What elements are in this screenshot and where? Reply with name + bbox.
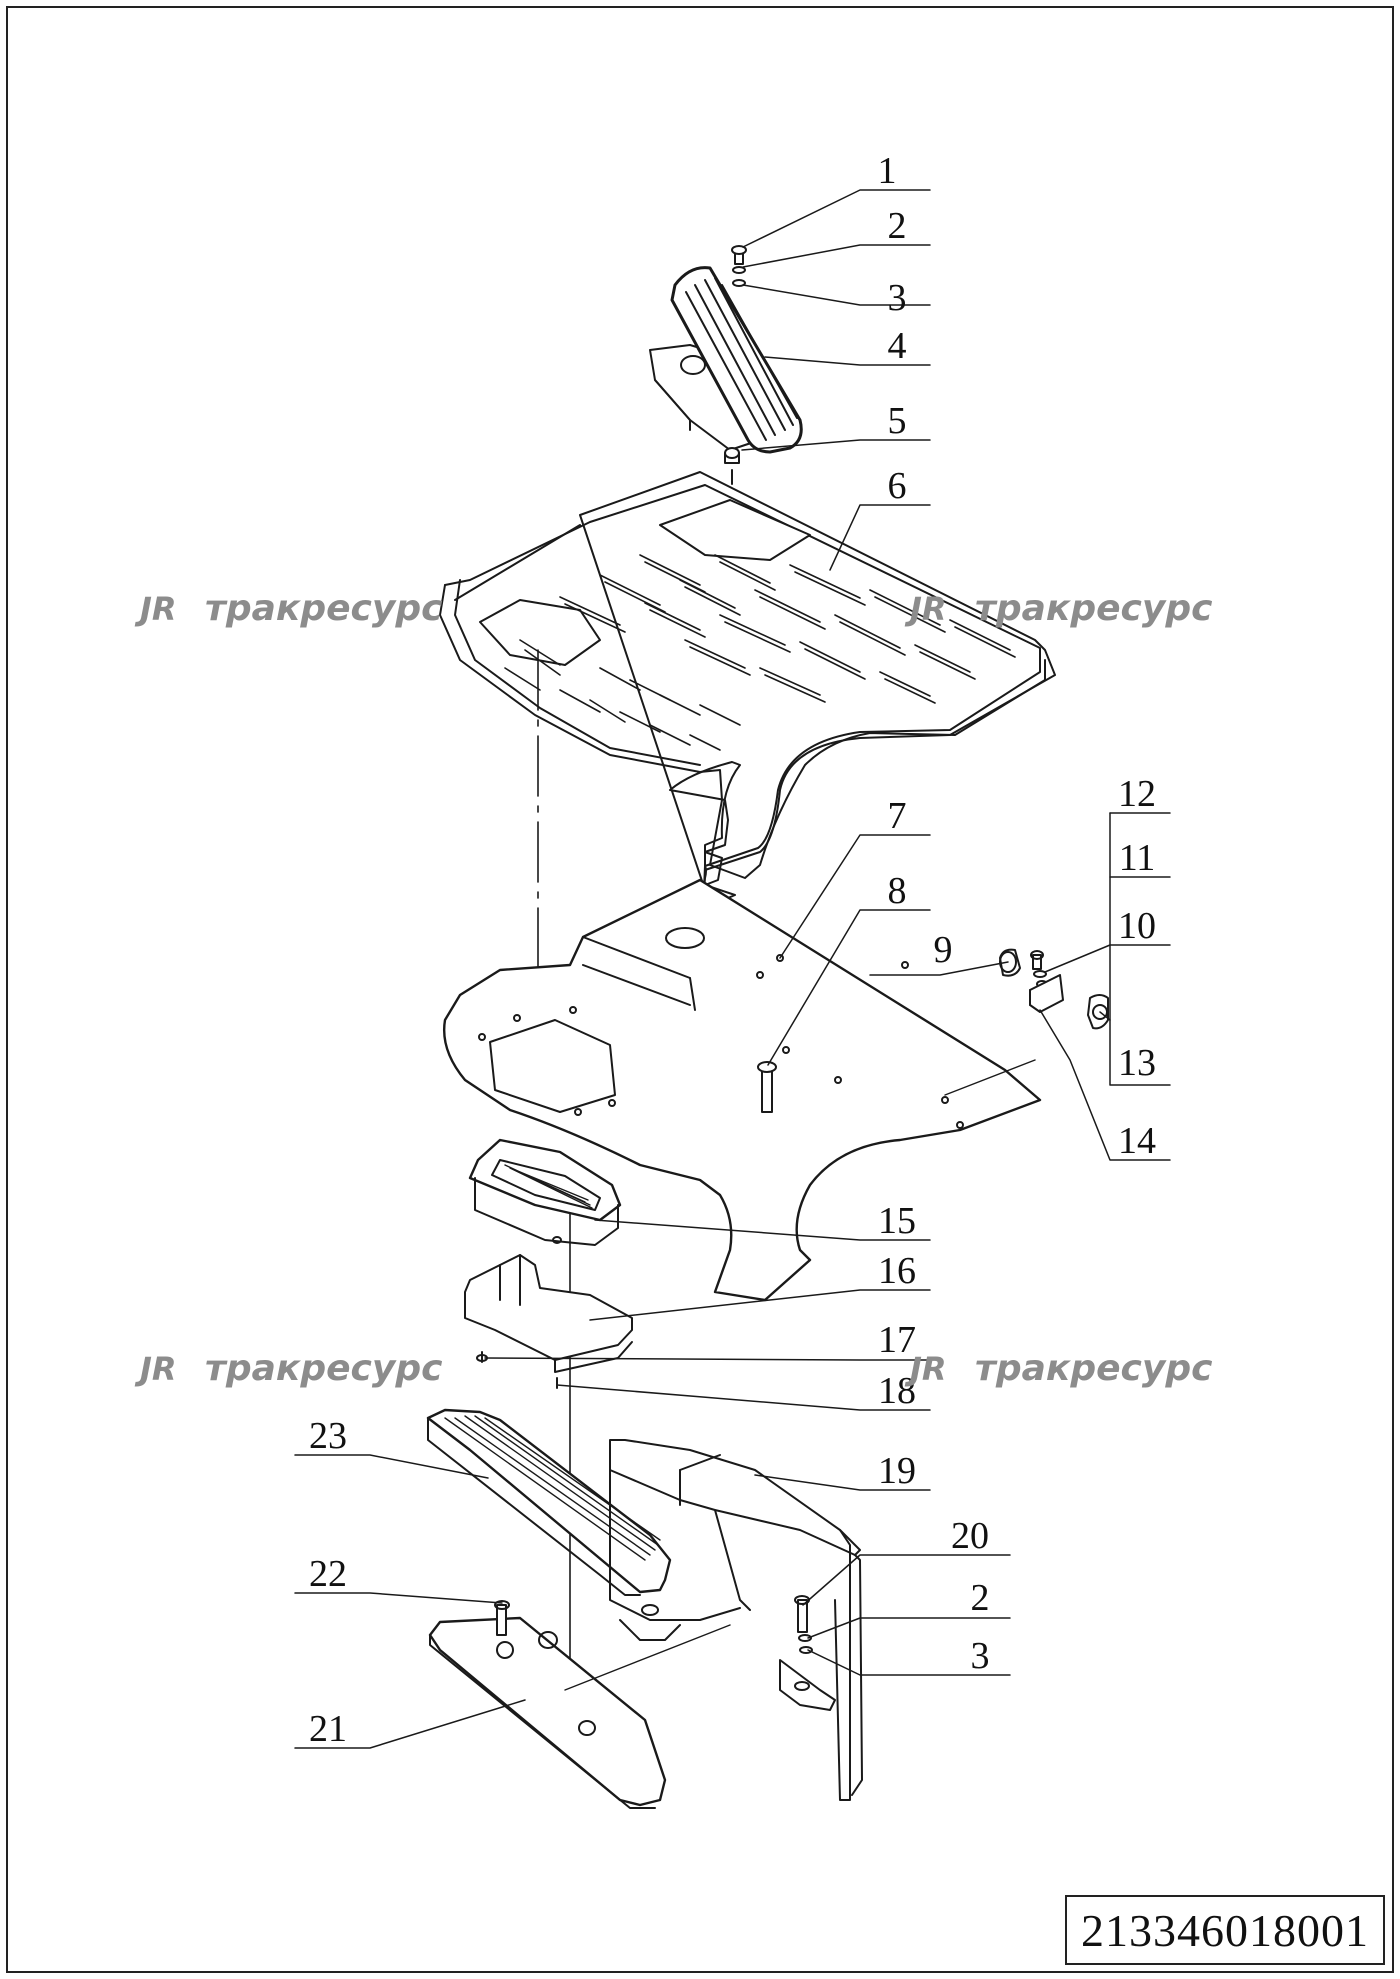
floor-mat-ribs (504, 554, 1016, 751)
callout-14: 14 (1118, 1120, 1156, 1162)
callout-1: 1 (878, 150, 897, 192)
document-number: 213346018001 (1081, 1904, 1369, 1956)
floor-mat (439, 471, 1056, 911)
callout-12: 12 (1118, 773, 1156, 815)
watermark-text: тракресурс (975, 588, 1212, 629)
callout-3-lower: 3 (971, 1635, 990, 1677)
foot-rest-assembly (426, 1408, 863, 1801)
callout-11: 11 (1119, 837, 1156, 879)
callout-5: 5 (888, 400, 907, 442)
callout-10: 10 (1118, 905, 1156, 947)
watermark-text: тракресурс (975, 1348, 1212, 1389)
callout-17: 17 (878, 1319, 916, 1361)
base-plate (428, 1600, 731, 1809)
callout-19: 19 (878, 1450, 916, 1492)
callout-22: 22 (309, 1553, 347, 1595)
accelerator-pedal-assembly (649, 245, 803, 541)
callout-21: 21 (309, 1708, 347, 1750)
callout-9: 9 (934, 929, 953, 971)
watermark-1: JR тракресурс (134, 588, 442, 629)
callout-23: 23 (309, 1415, 347, 1457)
callout-3: 3 (888, 277, 907, 319)
watermark-logo: JR (904, 1350, 947, 1388)
callout-2: 2 (888, 205, 907, 247)
watermarks: JR тракресурс JR тракресурс JR тракресур… (134, 588, 1212, 1389)
callout-numbers: 1 2 3 4 5 6 7 8 9 10 11 12 13 14 15 16 1… (309, 150, 1156, 1750)
callout-4: 4 (888, 325, 907, 367)
leader-lines (294, 189, 1171, 1749)
callout-18: 18 (878, 1370, 916, 1412)
bracket-hardware (999, 948, 1109, 1030)
brake-pedal-assembly (464, 1138, 633, 1389)
drawing-frame (6, 6, 1394, 1973)
document-number-box: 213346018001 (1065, 1895, 1385, 1965)
callout-7: 7 (888, 795, 907, 837)
watermark-logo: JR (904, 590, 947, 628)
callout-6: 6 (888, 465, 907, 507)
callout-15: 15 (878, 1200, 916, 1242)
watermark-logo: JR (134, 1350, 177, 1388)
watermark-3: JR тракресурс (134, 1348, 442, 1389)
watermark-2: JR тракресурс (904, 588, 1212, 629)
watermark-4: JR тракресурс (904, 1348, 1212, 1389)
floor-plate (443, 878, 1042, 1302)
callout-8: 8 (888, 870, 907, 912)
watermark-text: тракресурс (205, 588, 442, 629)
watermark-logo: JR (134, 590, 177, 628)
watermark-text: тракресурс (205, 1348, 442, 1389)
callout-13: 13 (1118, 1042, 1156, 1084)
callout-2-lower: 2 (971, 1577, 990, 1619)
callout-16: 16 (878, 1250, 916, 1292)
callout-20: 20 (951, 1515, 989, 1557)
